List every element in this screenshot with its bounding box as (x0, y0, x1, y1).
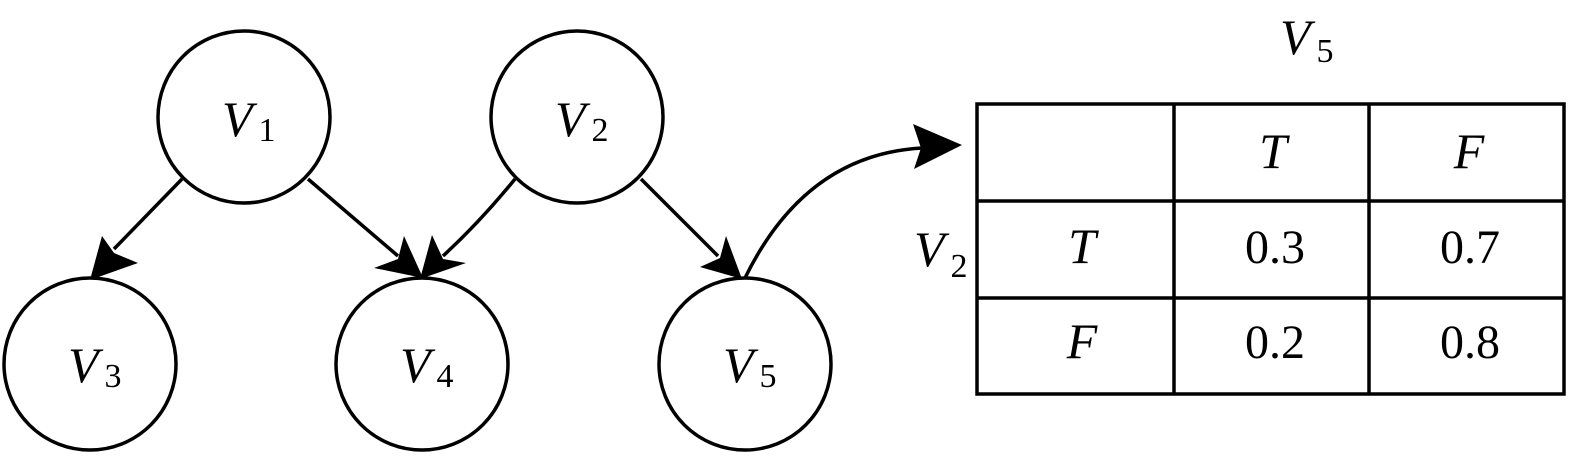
arrowhead-v4-left (374, 236, 423, 278)
cpt-cell-f-f: 0.8 (1440, 316, 1500, 369)
cpt-row-header-t: T (1068, 218, 1099, 274)
arrowhead-v4-right (420, 235, 466, 279)
svg-text:V4: V4 (400, 337, 454, 395)
node-v1-name: V (222, 91, 258, 147)
node-v2-circle (489, 29, 665, 205)
edge-v2-v4 (420, 177, 517, 279)
edges (90, 124, 962, 280)
cpt-cell-t-t: 0.3 (1245, 221, 1305, 274)
cpt-parent-name: V (914, 221, 950, 277)
node-v3-circle (2, 276, 178, 452)
arrowhead-table (913, 124, 962, 169)
node-v5-name: V (723, 337, 759, 393)
link-v5-to-table (743, 124, 962, 279)
arrowhead-v5 (700, 236, 742, 279)
cpt-child-name: V (1280, 9, 1316, 65)
svg-text:V5: V5 (723, 337, 777, 395)
node-v5-circle (657, 276, 833, 452)
cpt-cell-f-t: 0.2 (1245, 316, 1305, 369)
node-v5-subscript: 5 (760, 358, 777, 395)
node-v4-name: V (400, 337, 436, 393)
node-v2-subscript: 2 (592, 112, 609, 149)
edge-v1-v4 (306, 177, 423, 278)
node-v3-subscript: 3 (105, 358, 122, 395)
cpt-cell-t-f: 0.7 (1440, 221, 1500, 274)
cpt-grid (975, 102, 1566, 396)
cpt-col-header-t: T (1259, 123, 1290, 179)
svg-text:V1: V1 (222, 91, 276, 149)
edge-v1-v3 (90, 177, 184, 280)
node-v1-subscript: 1 (259, 112, 276, 149)
cpt-col-header-f: F (1453, 123, 1485, 179)
arrowhead-v3 (90, 236, 138, 280)
node-v3-name: V (68, 337, 104, 393)
edge-v2-v5 (639, 177, 742, 279)
node-v1-circle (156, 29, 332, 205)
node-v4-subscript: 4 (437, 358, 454, 395)
cpt-row-header-f: F (1066, 313, 1098, 369)
node-v4-circle (334, 276, 510, 452)
cpt-child-subscript: 5 (1317, 33, 1334, 70)
svg-text:V2: V2 (555, 91, 609, 149)
svg-text:V3: V3 (68, 337, 122, 395)
cpt-parent-subscript: 2 (951, 248, 968, 285)
node-v2-name: V (555, 91, 591, 147)
